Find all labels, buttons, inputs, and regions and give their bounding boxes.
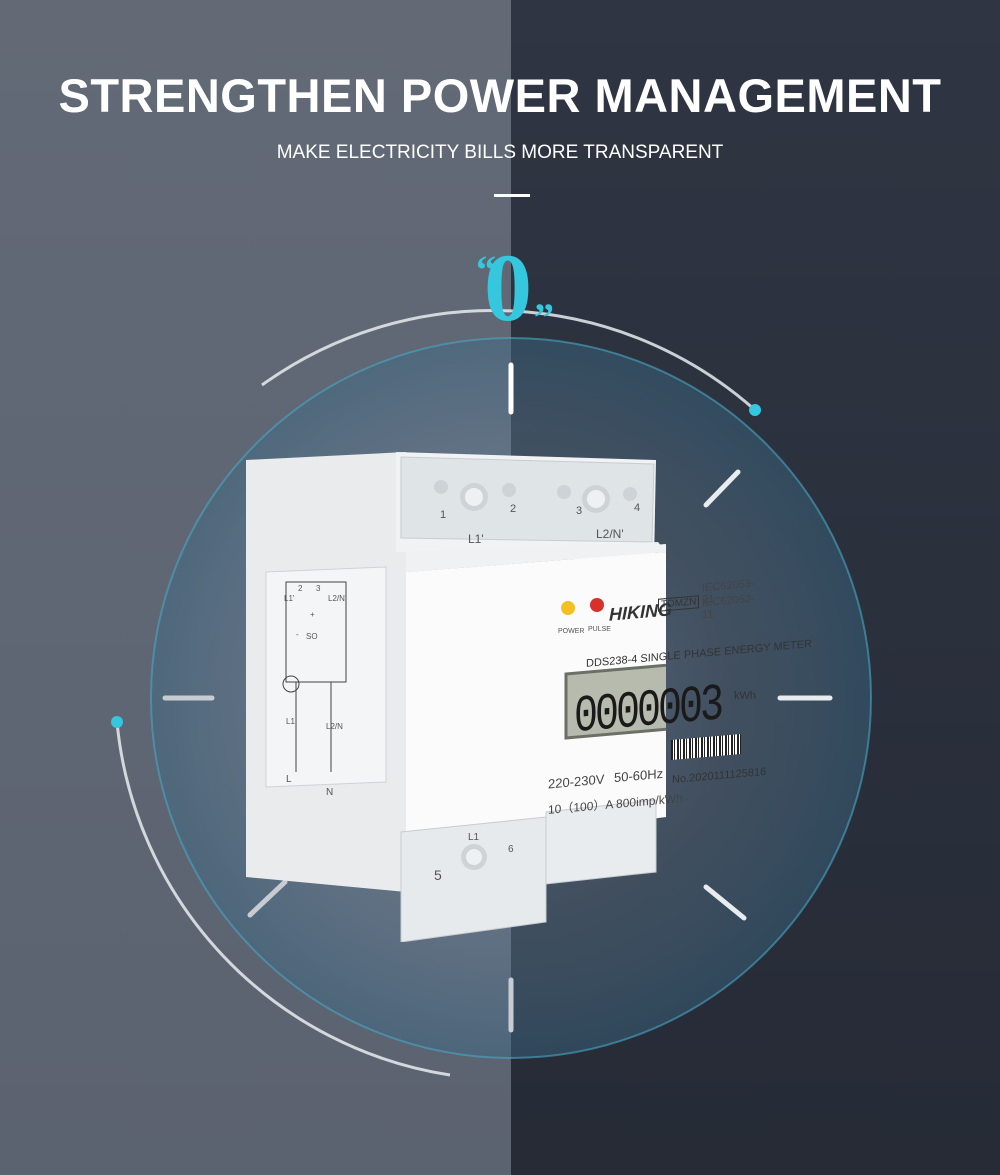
bottom-l1-label: L1 (468, 832, 480, 843)
page-subtitle: MAKE ELECTRICITY BILLS MORE TRANSPARENT (276, 142, 724, 163)
meter-body-shapes (246, 452, 666, 942)
side-l2n-label: L2/N (326, 722, 343, 731)
side-l1-label: L1 (286, 717, 295, 726)
side-3-label: 3 (316, 584, 321, 593)
side-n-label: N (326, 787, 334, 798)
terminal-3-label: 3 (576, 505, 583, 517)
terminal-1-label: 1 (440, 509, 447, 521)
arc-endpoint-dot-right (749, 404, 761, 416)
energy-meter-image: HIKING TOMZN IEC62053-21 IEC62052-11 DDS… (246, 452, 812, 942)
side-minus-label: - (296, 630, 299, 639)
side-l2n-prime-label: L2/N' (328, 594, 347, 603)
tick-bottom-right (703, 884, 747, 921)
top-right-terminal-label: L2/N' (596, 527, 624, 541)
power-indicator-label: POWER (558, 628, 585, 635)
meter-standard-2: IEC62052-11 (702, 592, 755, 622)
terminal-5-label: 5 (434, 867, 442, 883)
terminal-2-label: 2 (510, 503, 517, 515)
side-l1-prime-label: L1' (284, 594, 295, 603)
glow-circle-rim (150, 337, 872, 1059)
zero-value: 0 (484, 234, 532, 341)
side-so-label: SO (306, 632, 318, 641)
close-quote: ” (534, 295, 554, 340)
arc-endpoint-dot-left (111, 716, 123, 728)
open-quote: “ (476, 247, 496, 292)
terminal-6-label: 6 (508, 844, 514, 855)
tick-top-right (703, 469, 741, 508)
side-2-label: 2 (298, 584, 303, 593)
top-left-terminal-label: L1' (468, 532, 484, 546)
zero-badge: “ 0 ” (470, 234, 570, 341)
side-plus-label: + (310, 610, 315, 619)
title-divider (494, 194, 530, 197)
page-title: STRENGTHEN POWER MANAGEMENT (58, 69, 942, 122)
outer-arc-top (261, 309, 756, 412)
pulse-indicator-label: PULSE (588, 626, 611, 633)
terminal-4-label: 4 (634, 502, 641, 514)
outer-arc-bottom (115, 721, 451, 1077)
side-l-label: L (286, 774, 292, 785)
tick-bottom-left (247, 879, 288, 918)
lcd-unit: kWh (734, 690, 756, 702)
